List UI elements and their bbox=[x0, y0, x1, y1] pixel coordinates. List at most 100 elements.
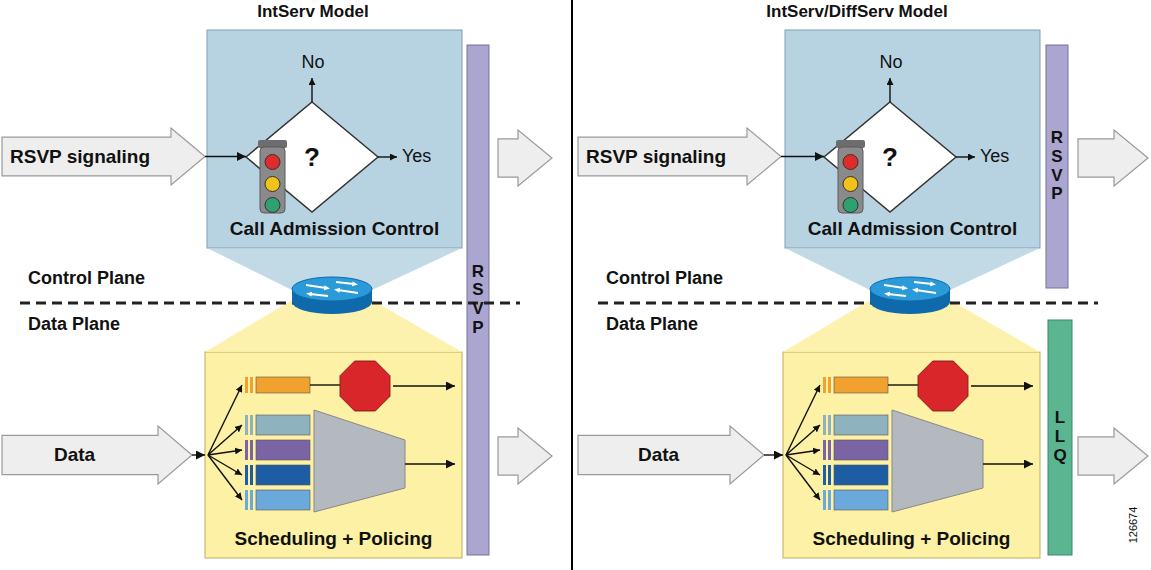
node-text: RSVP bbox=[470, 263, 487, 338]
flow-arrow bbox=[498, 428, 552, 484]
control-box: Call Admission Control? bbox=[785, 30, 1040, 248]
figure-number: 126674 bbox=[1127, 507, 1139, 544]
queue bbox=[245, 440, 310, 460]
queue-bar: LLQ bbox=[1048, 320, 1072, 555]
node-text: Data bbox=[638, 444, 679, 466]
node-shape bbox=[578, 128, 781, 185]
scheduler-funnel bbox=[892, 410, 983, 512]
output-arrow bbox=[971, 385, 1033, 386]
policer-octagon bbox=[918, 361, 968, 411]
classifier-line bbox=[786, 425, 820, 455]
node-text: Call Admission Control bbox=[808, 218, 1017, 240]
decision-arrow bbox=[378, 156, 397, 157]
protocol-bar: RSVP bbox=[467, 45, 489, 555]
router-icon bbox=[292, 277, 372, 314]
node-text: ? bbox=[882, 142, 898, 173]
decision-label: No bbox=[879, 52, 902, 73]
output-arrow bbox=[405, 463, 455, 464]
classifier-line bbox=[208, 450, 242, 455]
plane-divider bbox=[20, 302, 520, 305]
traffic-light bbox=[258, 140, 287, 213]
flow-connector bbox=[764, 454, 783, 455]
node-shape bbox=[2, 426, 192, 484]
queue bbox=[823, 440, 888, 460]
flow-connector bbox=[205, 156, 246, 157]
decision-arrow bbox=[956, 156, 975, 157]
classifier-line bbox=[786, 385, 820, 455]
queue-link bbox=[310, 384, 340, 385]
classifier-line bbox=[208, 385, 242, 455]
flow-arrow bbox=[498, 130, 552, 186]
node-shape bbox=[207, 30, 462, 248]
plane-label: Data Plane bbox=[28, 314, 120, 335]
plane-label: Control Plane bbox=[28, 268, 145, 289]
node-shape bbox=[2, 128, 205, 185]
decision-diamond: ? bbox=[824, 102, 956, 212]
classifier-line bbox=[208, 455, 242, 500]
data-arrow: Data bbox=[578, 426, 764, 484]
node-shape bbox=[783, 352, 1040, 558]
plane-label: Data Plane bbox=[606, 314, 698, 335]
traffic-light bbox=[836, 140, 865, 213]
node-shape bbox=[246, 102, 378, 212]
data-arrow: Data bbox=[2, 426, 192, 484]
signal-arrow: RSVP signaling bbox=[578, 128, 781, 185]
decision-arrow bbox=[889, 78, 890, 102]
column-illustration bbox=[20, 78, 520, 512]
decision-label: Yes bbox=[980, 146, 1009, 167]
model-heading: IntServ/DiffServ Model bbox=[766, 2, 947, 22]
node-shape bbox=[578, 426, 764, 484]
decision-diamond: ? bbox=[246, 102, 378, 212]
node-text: ? bbox=[304, 142, 320, 173]
flow-arrow bbox=[1078, 428, 1148, 484]
protocol-bar: RSVP bbox=[1046, 45, 1068, 288]
signal-arrow: RSVP signaling bbox=[2, 128, 205, 185]
policer-octagon bbox=[340, 361, 390, 411]
node-text: RSVP bbox=[1049, 129, 1066, 204]
node-shape bbox=[1046, 45, 1068, 288]
classifier-line bbox=[786, 455, 820, 500]
flow-connector bbox=[781, 156, 824, 157]
flow-connector bbox=[192, 454, 205, 455]
node-text: RSVP signaling bbox=[10, 146, 150, 168]
node-text: Data bbox=[54, 444, 95, 466]
flow-arrow bbox=[1078, 130, 1148, 186]
classifier-line bbox=[786, 455, 820, 475]
column-illustration bbox=[598, 78, 1098, 512]
node-shape bbox=[467, 45, 489, 555]
queue bbox=[823, 415, 888, 435]
node-text: Call Admission Control bbox=[230, 218, 439, 240]
decision-label: Yes bbox=[402, 146, 431, 167]
node-shape bbox=[205, 352, 462, 558]
queue bbox=[245, 490, 310, 510]
column-divider bbox=[571, 0, 573, 570]
classifier-line bbox=[208, 455, 242, 475]
classifier-line bbox=[208, 425, 242, 455]
output-arrow bbox=[983, 463, 1033, 464]
node-text: Scheduling + Policing bbox=[235, 528, 433, 550]
router-icon bbox=[870, 277, 950, 314]
decision-label: No bbox=[301, 52, 324, 73]
queue bbox=[245, 377, 310, 393]
queue bbox=[245, 415, 310, 435]
node-text: Scheduling + Policing bbox=[813, 528, 1011, 550]
node-shape bbox=[785, 30, 1040, 248]
control-box: Call Admission Control? bbox=[207, 30, 462, 248]
queue bbox=[823, 377, 888, 393]
node-shape bbox=[1048, 320, 1072, 555]
decision-arrow bbox=[311, 78, 312, 102]
node-shape bbox=[824, 102, 956, 212]
queue bbox=[245, 465, 310, 485]
plane-divider bbox=[598, 302, 1098, 305]
queue bbox=[823, 490, 888, 510]
classifier-line bbox=[786, 450, 820, 455]
data-plane-box: Scheduling + Policing bbox=[783, 352, 1040, 558]
node-text: RSVP signaling bbox=[586, 146, 726, 168]
queue bbox=[823, 465, 888, 485]
model-heading: IntServ Model bbox=[257, 2, 368, 22]
output-arrow bbox=[393, 385, 455, 386]
data-plane-box: Scheduling + Policing bbox=[205, 352, 462, 558]
node-text: LLQ bbox=[1052, 409, 1069, 465]
